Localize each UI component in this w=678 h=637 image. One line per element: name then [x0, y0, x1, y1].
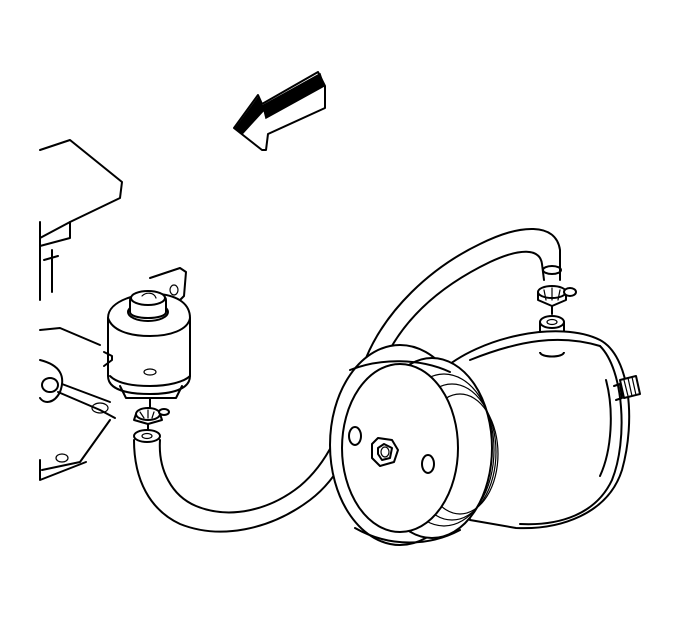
pulley-nut	[371, 437, 399, 467]
reservoir-hose-clamp	[133, 397, 170, 433]
front-direction-arrow	[233, 71, 326, 151]
pump-hose-clamp	[537, 285, 577, 315]
pump-stud	[613, 375, 641, 401]
reservoir-cap	[127, 290, 169, 322]
mounting-bracket	[39, 139, 187, 481]
